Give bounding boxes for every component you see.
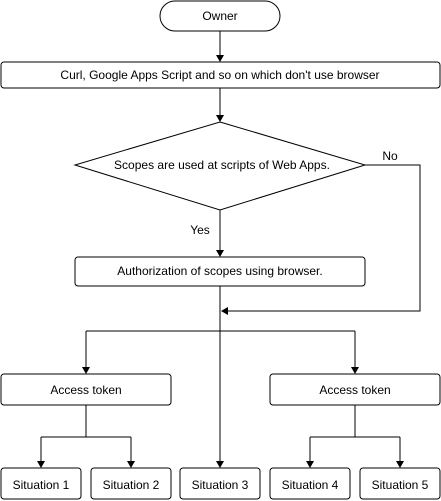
owner-terminator-shape [159, 0, 281, 32]
situation-4-label: Situation 4 [282, 478, 339, 492]
situation-5-box [359, 467, 441, 500]
decision-node: Scopes are used at scripts of Web Apps. [73, 121, 367, 211]
edge-to-situation-2-arrowhead [127, 461, 135, 468]
authorization-node: Authorization of scopes using browser. [74, 256, 366, 287]
situation-2-label: Situation 2 [103, 478, 160, 492]
no-label: No [382, 149, 398, 163]
edge-decision-yes-arrowhead [216, 250, 224, 257]
edge-to-situation-5-arrowhead [396, 461, 404, 468]
edge-owner-to-client-arrowhead [216, 55, 224, 62]
decision-diamond [73, 121, 367, 211]
client-node: Curl, Google Apps Script and so on which… [0, 61, 441, 89]
access-token-right-box [269, 373, 441, 406]
access-token-left-label: Access token [50, 383, 121, 397]
edge-to-right-token-arrowhead [351, 367, 359, 374]
edge-client-to-decision-arrowhead [216, 115, 224, 122]
owner-label: Owner [202, 9, 237, 23]
access-token-right-label: Access token [319, 383, 390, 397]
situation-1-label: Situation 1 [13, 478, 70, 492]
edge-decision-no [227, 164, 421, 312]
edge-left-token-split [40, 405, 132, 462]
authorization-label: Authorization of scopes using browser. [117, 264, 322, 278]
access-token-right-node: Access token [269, 373, 441, 406]
situation-3-node: Situation 3 [179, 467, 261, 500]
edge-to-situation-1-arrowhead [37, 461, 45, 468]
situation-5-node: Situation 5 [359, 467, 441, 500]
edge-right-token-split [309, 405, 401, 462]
client-label: Curl, Google Apps Script and so on which… [60, 68, 379, 82]
situation-2-node: Situation 2 [90, 467, 172, 500]
owner-node: Owner [159, 0, 281, 32]
decision-label: Scopes are used at scripts of Web Apps. [114, 158, 330, 172]
yes-label: Yes [190, 223, 210, 237]
situation-1-node: Situation 1 [0, 467, 82, 500]
situation-4-box [269, 467, 351, 500]
situation-5-label: Situation 5 [372, 478, 429, 492]
situation-3-box [179, 467, 261, 500]
situation-3-label: Situation 3 [192, 478, 249, 492]
client-box [0, 61, 441, 89]
situation-1-box [0, 467, 82, 500]
situation-2-box [90, 467, 172, 500]
situation-4-node: Situation 4 [269, 467, 351, 500]
access-token-left-box [0, 373, 172, 406]
access-token-left-node: Access token [0, 373, 172, 406]
edge-situation-3-arrowhead [216, 461, 224, 468]
edge-to-situation-4-arrowhead [306, 461, 314, 468]
authorization-box [74, 256, 366, 287]
edge-decision-no-arrowhead [221, 307, 228, 315]
edges: Yes No [37, 31, 421, 468]
edge-to-left-token-arrowhead [82, 367, 90, 374]
